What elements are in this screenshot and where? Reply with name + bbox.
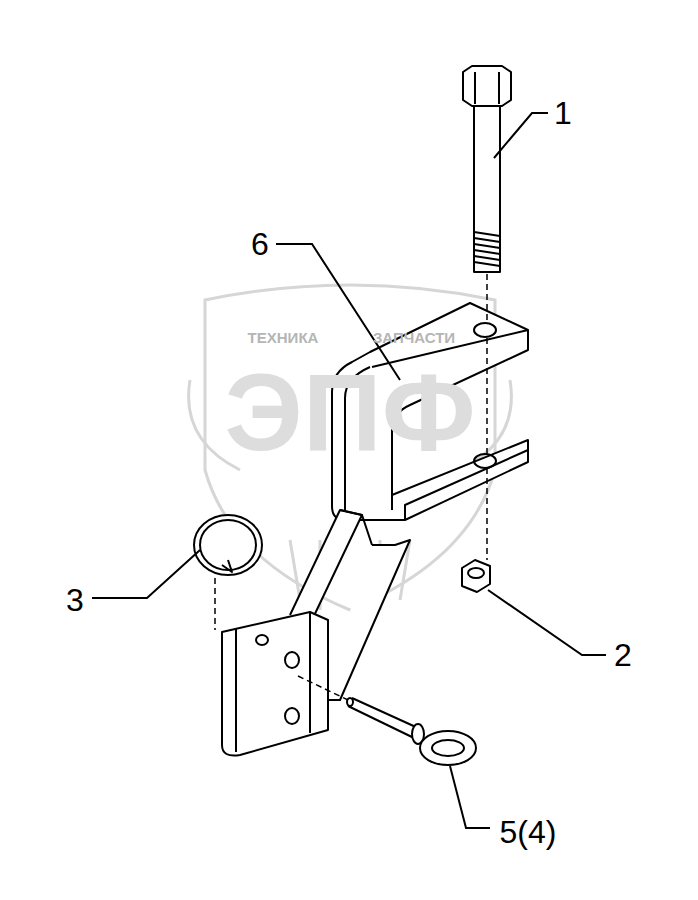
part-lines	[194, 66, 528, 765]
assembly-axis	[215, 274, 487, 700]
callout-number: 6	[251, 228, 269, 260]
watermark-text: ТЕХНИКА	[248, 330, 319, 345]
leader-line	[92, 113, 606, 828]
watermark-text: ЗАПЧАСТИ	[373, 330, 455, 345]
callout-number: 3	[66, 584, 84, 616]
callout-number: 2	[614, 639, 632, 671]
callout-number: 1	[554, 97, 572, 129]
watermark-text: ЭПФ	[224, 357, 475, 467]
callout-number: 5(4)	[500, 816, 557, 848]
